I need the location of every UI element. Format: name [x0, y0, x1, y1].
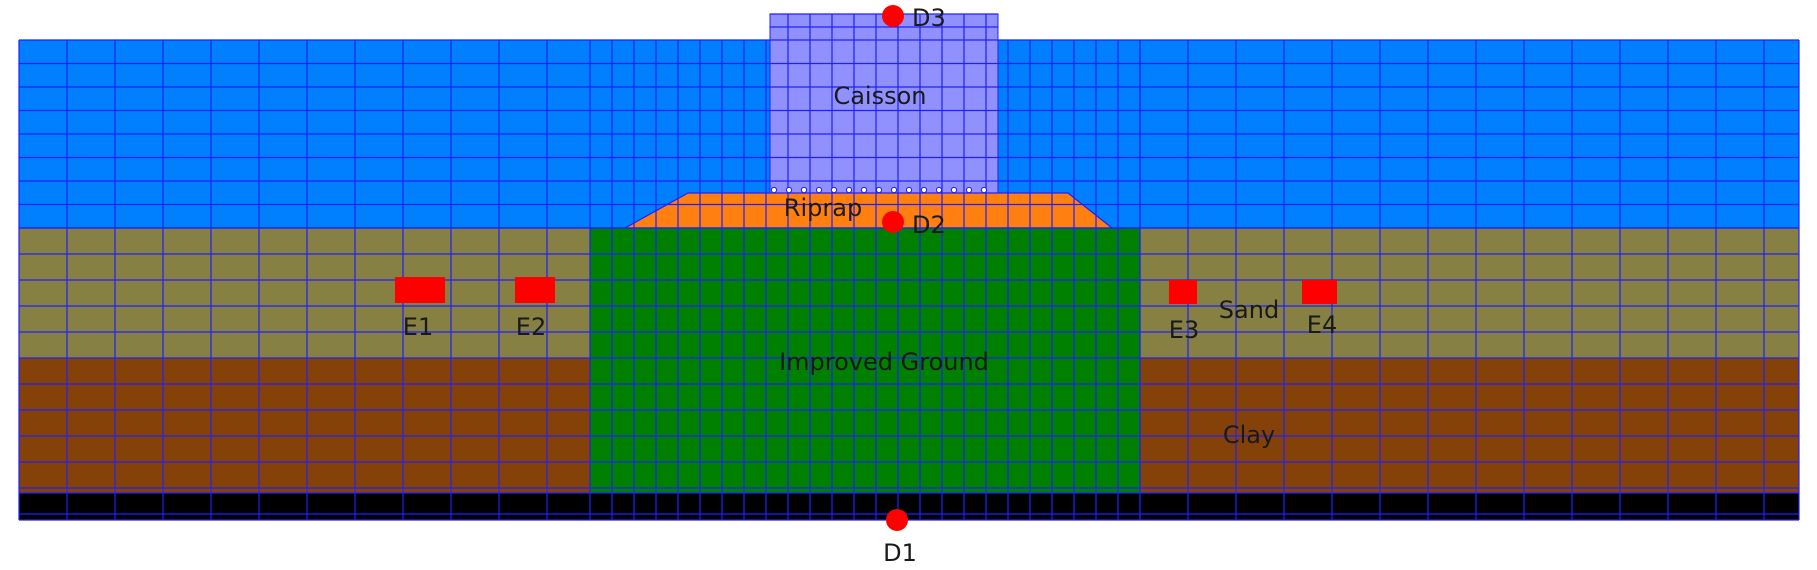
caisson-region: [769, 13, 999, 194]
interface-node: [965, 186, 973, 194]
interface-node: [980, 186, 988, 194]
interface-node: [815, 186, 823, 194]
displacement-point-d1: [886, 509, 908, 531]
displacement-point-d3: [882, 5, 904, 27]
interface-node: [890, 186, 898, 194]
label-e2: E2: [516, 313, 546, 341]
element-marker-e4: [1302, 280, 1337, 304]
riprap-outline: [624, 192, 1113, 229]
base-layer: [19, 493, 1799, 520]
interface-node: [860, 186, 868, 194]
element-marker-e3: [1169, 280, 1197, 304]
interface-node: [800, 186, 808, 194]
interface-node: [905, 186, 913, 194]
interface-node: [875, 186, 883, 194]
fem-mesh-grid: [18, 13, 1800, 521]
element-marker-e2: [515, 277, 555, 303]
interface-node: [830, 186, 838, 194]
interface-node: [935, 186, 943, 194]
improved-ground-label: Improved Ground: [779, 348, 989, 376]
interface-node: [785, 186, 793, 194]
label-d2: D2: [912, 211, 946, 239]
interface-node: [845, 186, 853, 194]
label-d3: D3: [912, 4, 946, 32]
label-e3: E3: [1169, 316, 1199, 344]
sand-label: Sand: [1219, 296, 1279, 324]
clay-label: Clay: [1223, 421, 1275, 449]
caisson-interface-nodes: [770, 186, 988, 194]
interface-node: [770, 186, 778, 194]
riprap-label: Riprap: [784, 194, 862, 222]
interface-node: [920, 186, 928, 194]
riprap-region: [625, 193, 1112, 228]
label-e1: E1: [403, 313, 433, 341]
element-marker-e1: [395, 277, 445, 303]
displacement-point-d2: [882, 211, 904, 233]
label-d1: D1: [883, 539, 917, 567]
improved-ground-region: [590, 228, 1140, 493]
interface-node: [950, 186, 958, 194]
label-e4: E4: [1307, 311, 1337, 339]
caisson-label: Caisson: [833, 82, 926, 110]
